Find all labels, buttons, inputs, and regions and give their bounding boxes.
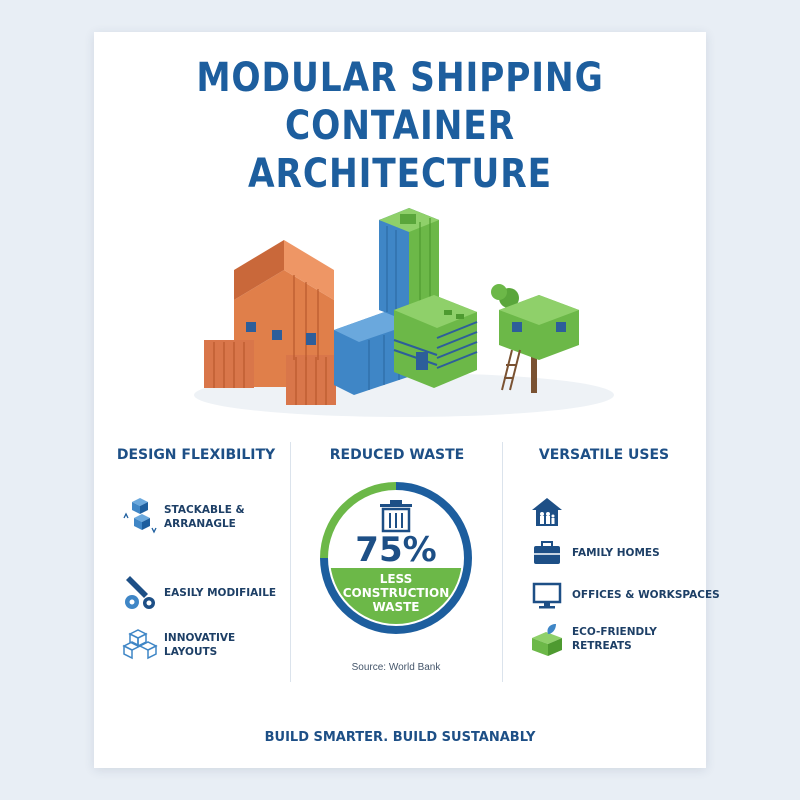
uses-item-eco-retreats: ECO-FRIENDLY RETREATS (528, 620, 657, 658)
design-item-layouts: INNOVATIVE LAYOUTS (120, 626, 235, 664)
waste-stat-caption-1: LESS (379, 572, 413, 586)
reduced-waste-title: REDUCED WASTE (329, 447, 465, 463)
page-title: MODULAR SHIPPING CONTAINER ARCHITECTURE (137, 54, 663, 198)
design-item-stackable: STACKABLE & ARRANAGLE (120, 498, 245, 536)
infographic-card: MODULAR SHIPPING CONTAINER ARCHITECTURE (94, 32, 720, 768)
monitor-icon (532, 582, 562, 609)
trash-bin-icon (380, 500, 412, 533)
column-divider-right (502, 442, 503, 682)
stack-cubes-icon (123, 498, 157, 534)
orange-container-house (204, 240, 336, 405)
source-note: Source: World Bank (351, 662, 441, 673)
uses-item-family-homes: FAMILY HOMES (528, 534, 660, 572)
title-line-1: MODULAR SHIPPING CONTAINER (196, 55, 604, 149)
waste-stat-value: 75% (355, 530, 437, 570)
waste-stat-badge (320, 482, 472, 634)
design-item-modifiable: EASILY MODIFIAILE (120, 574, 276, 612)
container-buildings-illustration (194, 208, 614, 417)
design-item-layouts-label-1: INNOVATIVE (164, 632, 236, 644)
design-item-layouts-label-2: LAYOUTS (164, 646, 218, 658)
uses-item-offices: OFFICES & WORKSPACES (528, 576, 720, 614)
wrench-gear-icon (125, 576, 155, 609)
tower-container (379, 208, 439, 322)
eco-container-icon (532, 624, 562, 656)
title-line-2: ARCHITECTURE (248, 151, 552, 197)
uses-item-family-homes-label: FAMILY HOMES (572, 547, 660, 559)
design-item-stackable-label-1: STACKABLE & (164, 504, 245, 516)
footer-tagline: BUILD SMARTER. BUILD SUSTANABLY (264, 730, 536, 745)
uses-item-house (528, 492, 566, 530)
green-office-container (393, 295, 478, 388)
waste-stat-caption-3: WASTE (372, 600, 420, 614)
briefcase-icon (534, 541, 560, 564)
cube-cluster-icon (122, 629, 158, 660)
uses-item-eco-retreats-label-2: RETREATS (572, 640, 632, 652)
design-item-stackable-label-2: ARRANAGLE (164, 518, 236, 530)
design-flexibility-title: DESIGN FLEXIBILITY (116, 447, 276, 463)
waste-stat-caption-2: CONSTRUCTION (342, 586, 450, 600)
versatile-uses-title: VERSATILE USES (538, 447, 670, 463)
design-item-modifiable-label: EASILY MODIFIAILE (164, 587, 277, 599)
house-family-icon (532, 498, 562, 526)
uses-item-eco-retreats-label-1: ECO-FRIENDLY (572, 626, 657, 638)
column-divider-left (290, 442, 291, 682)
treehouse-container (491, 284, 579, 393)
uses-item-offices-label: OFFICES & WORKSPACES (572, 589, 720, 601)
